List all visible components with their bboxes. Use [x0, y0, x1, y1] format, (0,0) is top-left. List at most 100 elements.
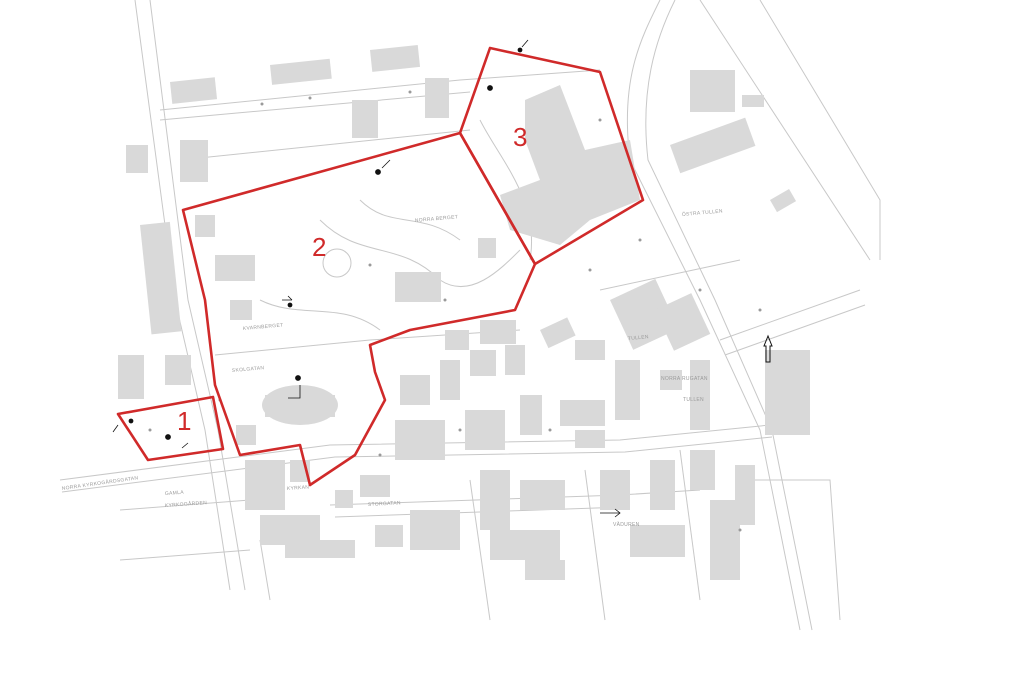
street-south-1	[259, 539, 271, 601]
survey-point-icon	[698, 288, 702, 292]
building	[360, 475, 390, 497]
survey-point-icon	[548, 428, 552, 432]
street-east-crossing-edge	[724, 304, 866, 356]
building	[650, 460, 675, 510]
fountain	[322, 248, 352, 278]
building	[230, 300, 252, 320]
building	[445, 330, 469, 350]
building	[525, 560, 565, 580]
building	[285, 540, 355, 558]
building	[400, 375, 430, 405]
building	[615, 360, 640, 420]
survey-point-icon	[308, 96, 312, 100]
zone-2-boundary	[181, 131, 537, 487]
survey-point-icon	[128, 418, 134, 424]
building	[465, 410, 505, 450]
direction-arrow-icon	[282, 295, 293, 301]
label-norra-berget: NORRA BERGET	[415, 214, 459, 224]
street-north-edge	[159, 91, 471, 121]
survey-point-icon	[368, 263, 372, 267]
building	[165, 355, 191, 385]
zone-1-boundary	[116, 395, 225, 462]
building	[215, 255, 255, 281]
building	[480, 470, 510, 530]
building	[490, 530, 560, 560]
label-ostra-tullen: ÖSTRA TULLEN	[682, 207, 724, 218]
label-kyrkogarden: KYRKOGÅRDEN	[165, 499, 208, 509]
direction-arrow-icon	[600, 508, 621, 518]
building	[575, 430, 605, 448]
building	[410, 510, 460, 550]
building	[245, 460, 285, 510]
parcel-line-1	[179, 129, 471, 161]
survey-point-icon	[287, 302, 293, 308]
north-arrow-icon	[763, 334, 773, 363]
building	[395, 420, 445, 460]
building-depot	[765, 350, 810, 435]
parcel-line-2	[599, 259, 741, 291]
label-norra-rugatan: NORRA RUGATAN	[661, 376, 708, 382]
building	[560, 400, 605, 426]
building	[742, 95, 764, 107]
building	[600, 470, 630, 510]
street-far-east	[699, 0, 871, 261]
survey-point-icon	[758, 308, 762, 312]
building	[425, 78, 449, 118]
survey-points	[148, 90, 762, 532]
building	[520, 480, 565, 510]
street-skolgatan	[214, 329, 521, 356]
building	[352, 100, 378, 138]
survey-point-icon	[638, 238, 642, 242]
direction-arrow-icon	[288, 385, 301, 399]
building	[180, 140, 208, 182]
survey-point-icon	[588, 268, 592, 272]
label-tullen: TULLEN	[628, 334, 650, 342]
building	[520, 395, 542, 435]
survey-point-icon	[738, 528, 742, 532]
direction-arrow-icon	[381, 159, 391, 169]
direction-arrow-icon	[112, 424, 119, 433]
building	[630, 525, 685, 557]
survey-point-icon	[598, 118, 602, 122]
building	[335, 490, 353, 508]
building	[480, 320, 516, 344]
buildings	[118, 44, 810, 580]
street-south-4	[679, 449, 701, 601]
building	[440, 360, 460, 400]
building	[395, 272, 441, 302]
street-gamla-south	[119, 549, 251, 561]
building	[690, 70, 735, 112]
street-gamla	[119, 499, 251, 511]
building	[669, 117, 756, 174]
building	[505, 345, 525, 375]
building	[470, 350, 496, 376]
street-west-edge	[149, 0, 246, 591]
building	[655, 293, 711, 351]
label-kyrkan: KYRKAN	[287, 484, 310, 492]
street-east-crossing	[719, 289, 861, 341]
street-norra-kyrkogardsgatan-edge	[61, 436, 773, 493]
label-gamla: GAMLA	[165, 490, 185, 497]
zone-1-label: 1	[177, 406, 191, 436]
label-skolgatan: SKOLGATAN	[232, 365, 265, 374]
building	[610, 278, 679, 350]
building	[370, 44, 421, 72]
building	[375, 525, 403, 547]
building	[575, 340, 605, 360]
building	[170, 77, 218, 104]
building	[660, 370, 682, 390]
survey-point-icon	[458, 428, 462, 432]
label-kvarnberget: KVARNBERGET	[243, 322, 284, 332]
building	[769, 188, 797, 213]
survey-point-icon	[375, 169, 381, 175]
zone-3-boundary	[458, 46, 645, 266]
street-north	[159, 69, 601, 111]
building	[270, 58, 332, 85]
survey-point-icon	[165, 434, 171, 440]
church-nave	[265, 395, 335, 417]
street-south-3	[584, 469, 606, 621]
survey-point-icon	[148, 428, 152, 432]
building	[236, 425, 256, 445]
